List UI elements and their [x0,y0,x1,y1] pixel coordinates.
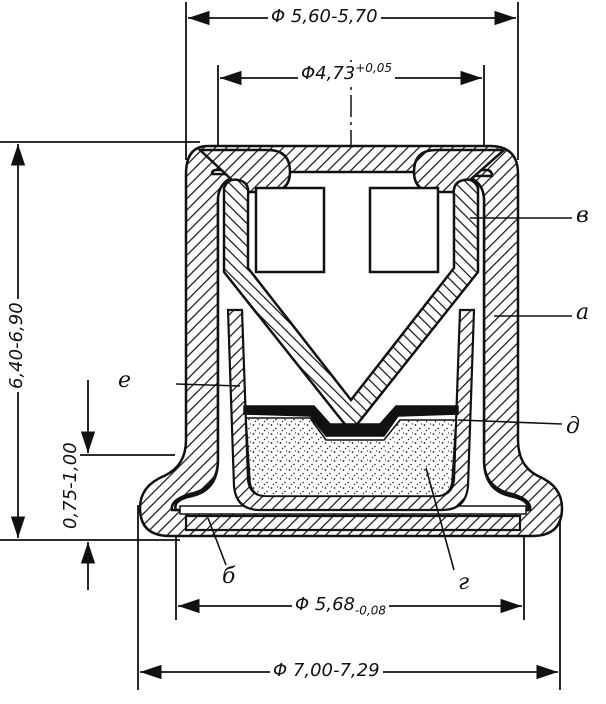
powder-fill [245,417,457,497]
label-a: а [576,300,590,325]
dimension-top-inner-base: Φ4,73 [301,63,356,84]
dimension-bottom-inner-base: Φ 5,68 [295,594,355,615]
dimension-bottom-outer: Φ 7,00-7,29 [270,662,383,680]
label-v: в [576,203,589,228]
dimension-top-inner: Φ4,73+0,05 [298,61,396,84]
dimension-height: 6,40-6,90 [6,299,27,392]
dimension-top-outer: Φ 5,60-5,70 [268,8,381,26]
label-e: е [118,368,132,393]
bottom-plate [184,514,522,532]
label-b: б [222,564,236,589]
dimension-bottom-inner-tolerance: -0,08 [354,603,387,618]
right-window [368,186,440,274]
leader-lines [175,217,572,571]
label-d: д [566,414,580,439]
v-contact [222,178,480,435]
black-layer [243,405,459,437]
dimension-top-inner-tolerance: +0,05 [355,61,393,75]
label-g: г [458,570,470,595]
left-window [254,186,326,274]
dimension-flange: 0,75-1,00 [60,439,81,532]
dimension-bottom-inner: Φ 5,68-0,08 [292,594,390,618]
